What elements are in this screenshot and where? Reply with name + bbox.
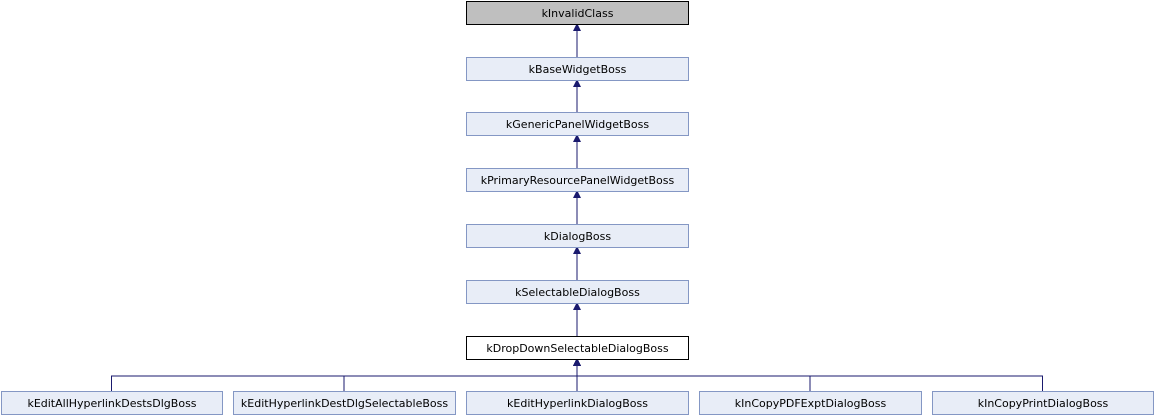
node-box [466,280,689,304]
node-k-in-copy-pdfexpt-dialog-boss[interactable]: kInCopyPDFExptDialogBoss [699,391,922,415]
node-k-in-copy-print-dialog-boss[interactable]: kInCopyPrintDialogBoss [932,391,1154,415]
node-k-edit-hyperlink-dest-dlg-selectable-boss[interactable]: kEditHyperlinkDestDlgSelectableBoss [233,391,456,415]
node-box [466,336,689,360]
node-label: kDropDownSelectableDialogBoss [486,342,669,355]
node-label: kEditAllHyperlinkDestsDlgBoss [27,397,196,410]
node-k-primary-resource-panel-widget-boss[interactable]: kPrimaryResourcePanelWidgetBoss [466,168,689,192]
node-label: kDialogBoss [544,230,611,243]
node-label: kEditHyperlinkDestDlgSelectableBoss [241,397,448,410]
node-box [466,57,689,81]
node-box [1,391,223,415]
edge-k-in-copy-print-dialog-boss-to-k-drop-down-selectable-dialog-boss [573,358,1043,391]
node-k-selectable-dialog-boss[interactable]: kSelectableDialogBoss [466,280,689,304]
node-label: kInCopyPDFExptDialogBoss [735,397,887,410]
node-box [699,391,922,415]
node-k-drop-down-selectable-dialog-boss: kDropDownSelectableDialogBoss [466,336,689,360]
edge-k-edit-hyperlink-dest-dlg-selectable-boss-to-k-drop-down-selectable-dialog-boss [343,358,581,391]
node-box [233,391,456,415]
node-label: kBaseWidgetBoss [529,63,627,76]
node-label: kEditHyperlinkDialogBoss [507,397,648,410]
node-box [466,112,689,136]
node-box [932,391,1154,415]
node-label: kInvalidClass [542,7,614,20]
node-label: kInCopyPrintDialogBoss [978,397,1109,410]
node-label: kPrimaryResourcePanelWidgetBoss [481,174,675,187]
node-k-base-widget-boss[interactable]: kBaseWidgetBoss [466,57,689,81]
node-k-invalid-class: kInvalidClass [466,1,689,25]
node-box [466,391,689,415]
node-k-generic-panel-widget-boss[interactable]: kGenericPanelWidgetBoss [466,112,689,136]
node-label: kSelectableDialogBoss [515,286,640,299]
edge-k-in-copy-pdfexpt-dialog-boss-to-k-drop-down-selectable-dialog-boss [573,358,811,391]
node-k-edit-all-hyperlink-dests-dlg-boss[interactable]: kEditAllHyperlinkDestsDlgBoss [1,391,223,415]
node-box [466,1,689,25]
node-k-dialog-boss[interactable]: kDialogBoss [466,224,689,248]
edges-layer [111,23,1043,391]
node-box [466,224,689,248]
node-k-edit-hyperlink-dialog-boss[interactable]: kEditHyperlinkDialogBoss [466,391,689,415]
node-label: kGenericPanelWidgetBoss [506,118,649,131]
node-box [466,168,689,192]
